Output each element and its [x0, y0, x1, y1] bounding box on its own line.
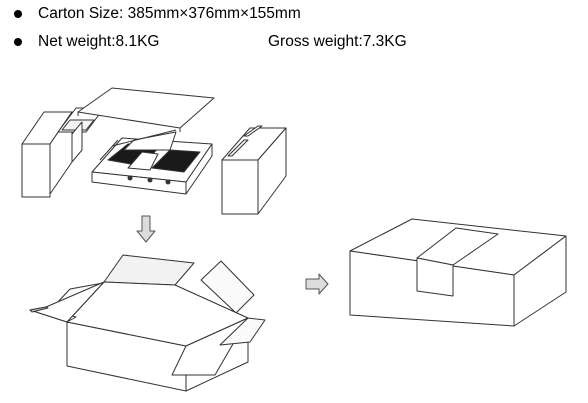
sealed-carton [349, 218, 567, 327]
light-fixture [91, 129, 213, 195]
bullet-icon [14, 10, 22, 18]
arrow-down-icon [136, 215, 156, 243]
packing-step-foam-inserts [21, 87, 287, 215]
net-weight-text: Net weight:8.1KG [38, 33, 160, 50]
arrow-right-icon [305, 273, 329, 295]
open-carton [29, 254, 266, 392]
foam-lid [77, 87, 215, 129]
gross-weight-text: Gross weight:7.3KG [268, 33, 407, 50]
bullet-icon [14, 38, 22, 46]
carton-size-text: Carton Size: 385mm×376mm×155mm [38, 5, 301, 22]
right-foam-insert [221, 125, 287, 215]
left-foam-insert [21, 107, 105, 198]
